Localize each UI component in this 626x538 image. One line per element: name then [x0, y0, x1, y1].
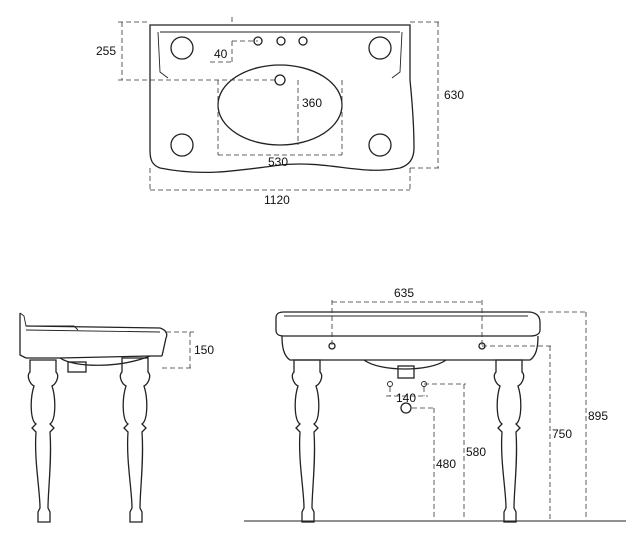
dim-150: 150: [194, 343, 214, 357]
dim-1120: 1120: [264, 193, 290, 207]
dim-255: 255: [96, 44, 116, 58]
corner-hole-tr: [368, 36, 392, 60]
dim-140: 140: [396, 391, 416, 405]
front-view: 635 140 480 580 750 895: [275, 286, 608, 523]
dim-480: 480: [436, 457, 456, 471]
corner-hole-tl: [170, 36, 194, 60]
dim-630: 630: [444, 88, 464, 102]
dim-895: 895: [588, 409, 608, 423]
dim-40: 40: [214, 47, 228, 61]
bowl-outline: [217, 64, 343, 146]
corner-hole-bl: [170, 133, 194, 157]
waste-hole: [274, 74, 286, 86]
dim-635: 635: [394, 286, 414, 300]
dim-360: 360: [302, 96, 322, 110]
corner-hole-br: [368, 133, 392, 157]
tap-hole-centre: [276, 36, 286, 46]
top-view: 255 40 360 530 630 1120: [96, 17, 464, 207]
dim-530: 530: [268, 155, 288, 169]
dim-580: 580: [466, 445, 486, 459]
tap-hole-right: [298, 36, 308, 46]
dim-750: 750: [552, 427, 572, 441]
side-view: 150: [19, 312, 214, 523]
tap-hole-left: [253, 36, 263, 46]
